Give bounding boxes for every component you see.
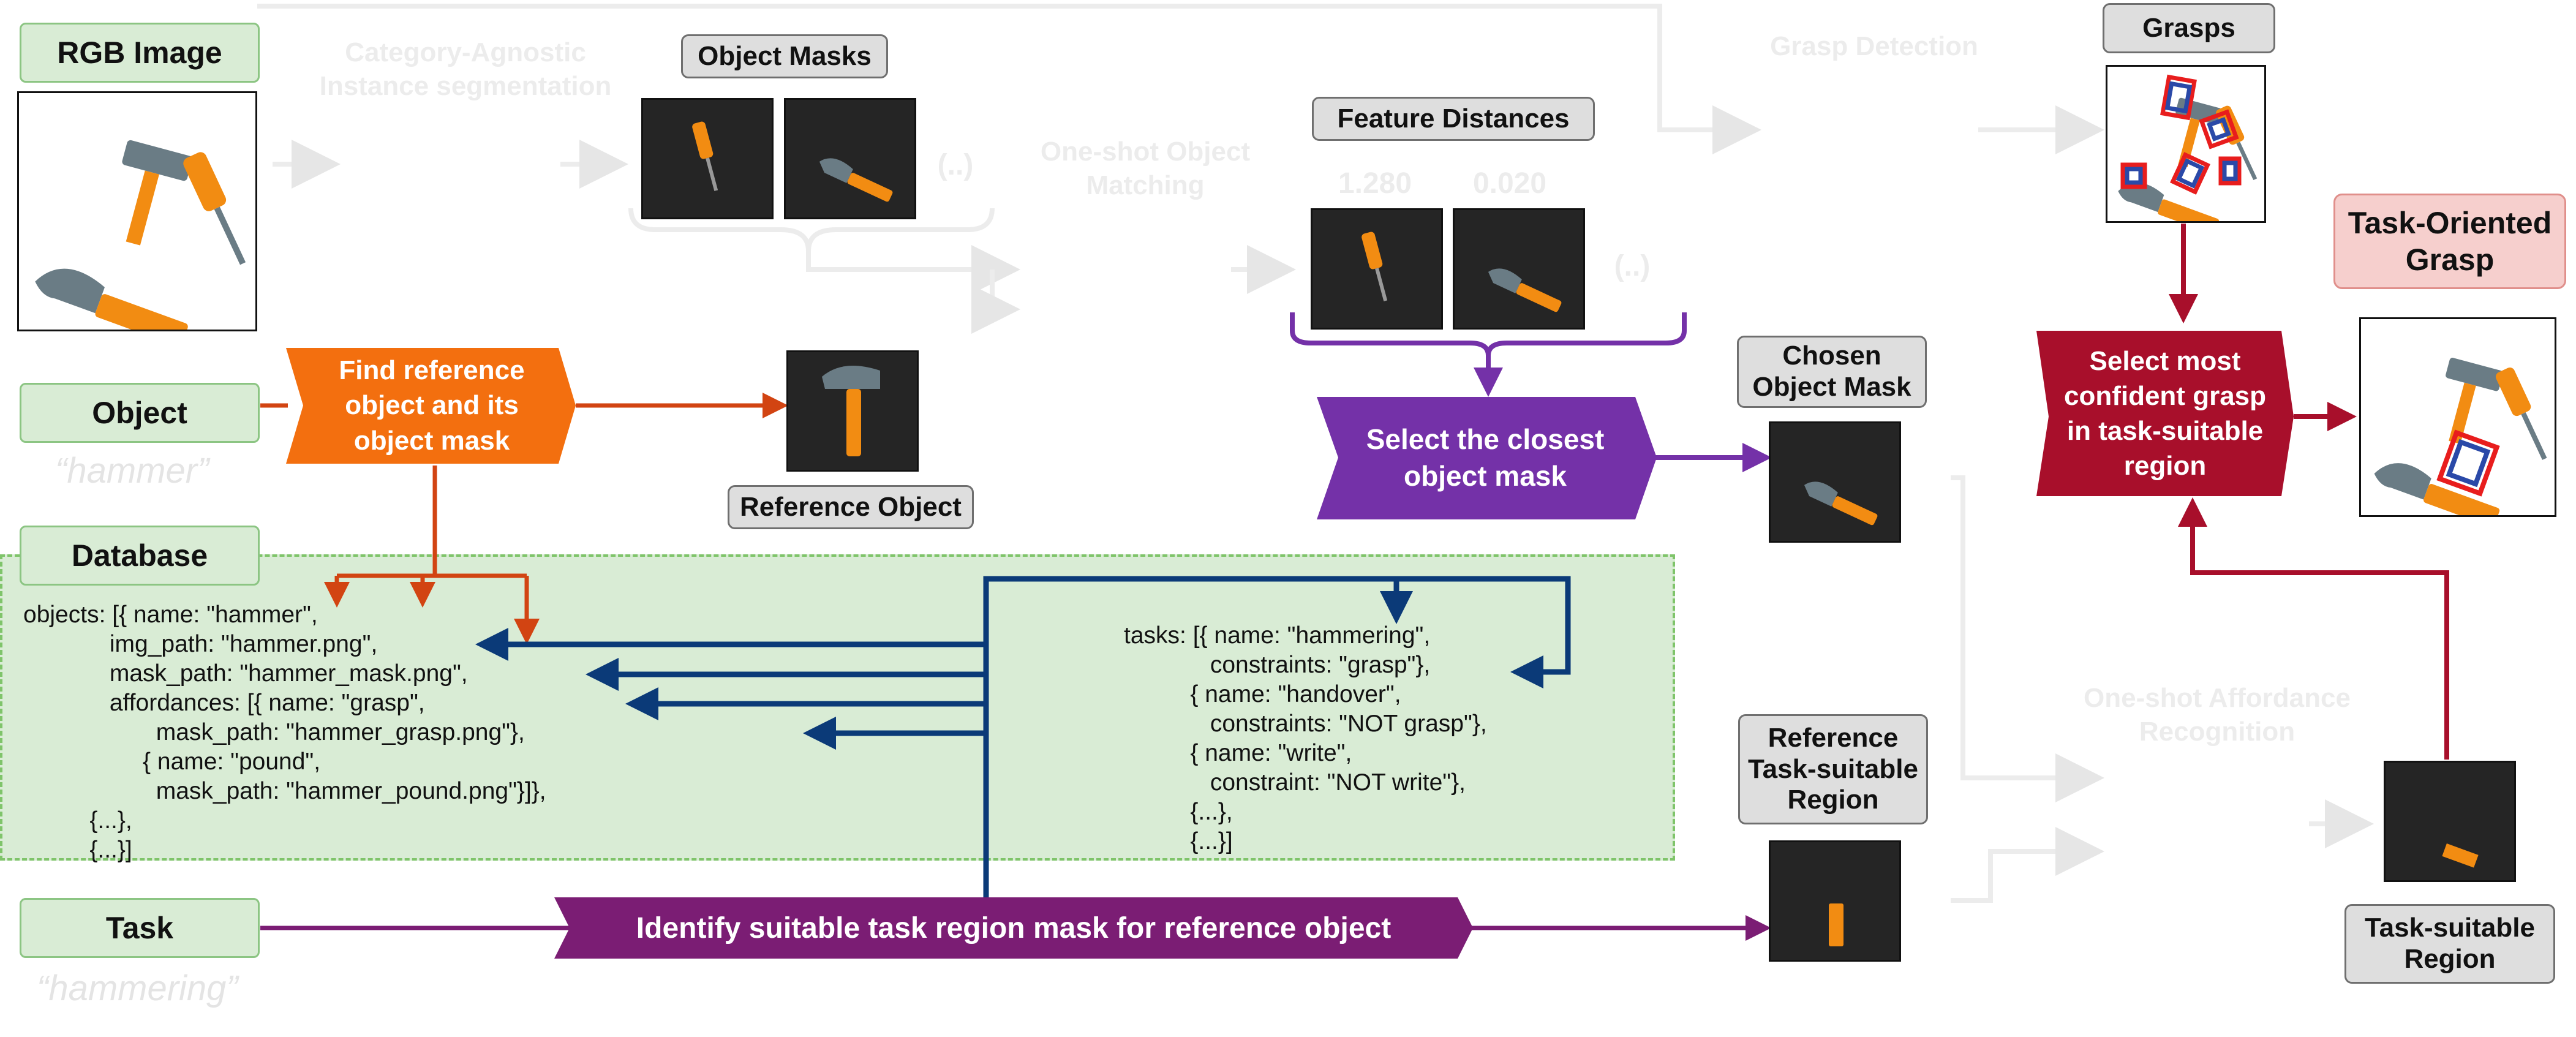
region-mask-icon bbox=[1829, 903, 1843, 946]
feature-distance-value-1: 1.280 bbox=[1338, 167, 1412, 200]
find-reference-action-shape bbox=[286, 348, 576, 464]
reference-object-image bbox=[786, 350, 919, 472]
task-oriented-grasp-label: Task-Oriented Grasp bbox=[2333, 194, 2566, 289]
database-objects-code: objects: [{ name: "hammer", img_path: "h… bbox=[23, 601, 546, 863]
identify-region-action: Identify suitable task region mask for r… bbox=[636, 911, 1392, 945]
identify-region-action-shape bbox=[554, 897, 1473, 959]
affordance-stage-label: One-shot Affordance Recognition bbox=[2084, 683, 2351, 747]
grasps-label: Grasps bbox=[2103, 3, 2275, 53]
grasps-image bbox=[2106, 65, 2266, 234]
grasp-detection-stage-label: Grasp Detection bbox=[1770, 31, 1978, 61]
select-closest-action-shape bbox=[1317, 397, 1657, 519]
task-value: “hammering” bbox=[37, 968, 238, 1008]
object-label: Object bbox=[20, 383, 260, 443]
crimson-arrows bbox=[2169, 224, 2449, 760]
region-mask-icon bbox=[2442, 843, 2479, 868]
hammer-icon bbox=[1804, 481, 1878, 526]
find-reference-action: Find reference object and its object mas… bbox=[339, 355, 525, 456]
matching-stage-label: One-shot Object Matching bbox=[1040, 137, 1251, 200]
feature-ellipsis: (..) bbox=[1614, 250, 1651, 282]
rgb-image-label: RGB Image bbox=[20, 23, 260, 83]
faded-flow bbox=[257, 4, 2374, 903]
final-grasp-illustration bbox=[2374, 358, 2547, 527]
database-label: Database bbox=[20, 526, 260, 586]
chosen-object-mask-label: Chosen Object Mask bbox=[1737, 336, 1927, 408]
database-tasks-code: tasks: [{ name: "hammering", constraints… bbox=[1124, 622, 1487, 854]
feature-mask-screwdriver bbox=[1311, 208, 1443, 330]
task-suitable-region-image bbox=[2384, 761, 2516, 882]
object-value: “hammer” bbox=[55, 451, 209, 491]
tools-illustration bbox=[35, 140, 246, 347]
task-label: Task bbox=[20, 898, 260, 958]
chosen-object-mask-image bbox=[1769, 421, 1901, 543]
reference-task-region-label: Reference Task-suitable Region bbox=[1738, 714, 1928, 824]
object-masks-ellipsis: (..) bbox=[937, 149, 974, 181]
object-mask-screwdriver bbox=[641, 98, 774, 219]
purple-arrows bbox=[1290, 312, 1772, 472]
reference-task-region-image bbox=[1769, 840, 1901, 962]
task-oriented-grasp-image bbox=[2359, 317, 2556, 527]
screwdriver-icon bbox=[1361, 232, 1388, 301]
object-mask-hammer bbox=[784, 98, 916, 219]
select-grasp-action: Select most confident grasp in task-suit… bbox=[2063, 345, 2267, 481]
hammer-icon bbox=[819, 158, 893, 202]
navy-arrows bbox=[475, 576, 1571, 900]
red-arrows bbox=[260, 393, 788, 644]
select-grasp-action-shape bbox=[2036, 331, 2294, 496]
hammer-icon bbox=[1488, 268, 1562, 312]
select-closest-action: Select the closest object mask bbox=[1366, 423, 1605, 492]
segmentation-stage-label: Category-Agnostic Instance segmentation bbox=[319, 37, 612, 101]
task-suitable-region-label: Task-suitable Region bbox=[2344, 904, 2555, 984]
grasp-candidates-illustration bbox=[2118, 74, 2258, 234]
rgb-image bbox=[17, 91, 257, 347]
feature-mask-hammer bbox=[1453, 208, 1585, 330]
object-masks-label: Object Masks bbox=[681, 34, 888, 78]
screwdriver-icon bbox=[692, 121, 718, 191]
reference-object-label: Reference Object bbox=[728, 485, 974, 529]
feature-distance-value-2: 0.020 bbox=[1472, 167, 1547, 200]
feature-distances-label: Feature Distances bbox=[1312, 97, 1595, 141]
hammer-icon bbox=[822, 366, 880, 456]
